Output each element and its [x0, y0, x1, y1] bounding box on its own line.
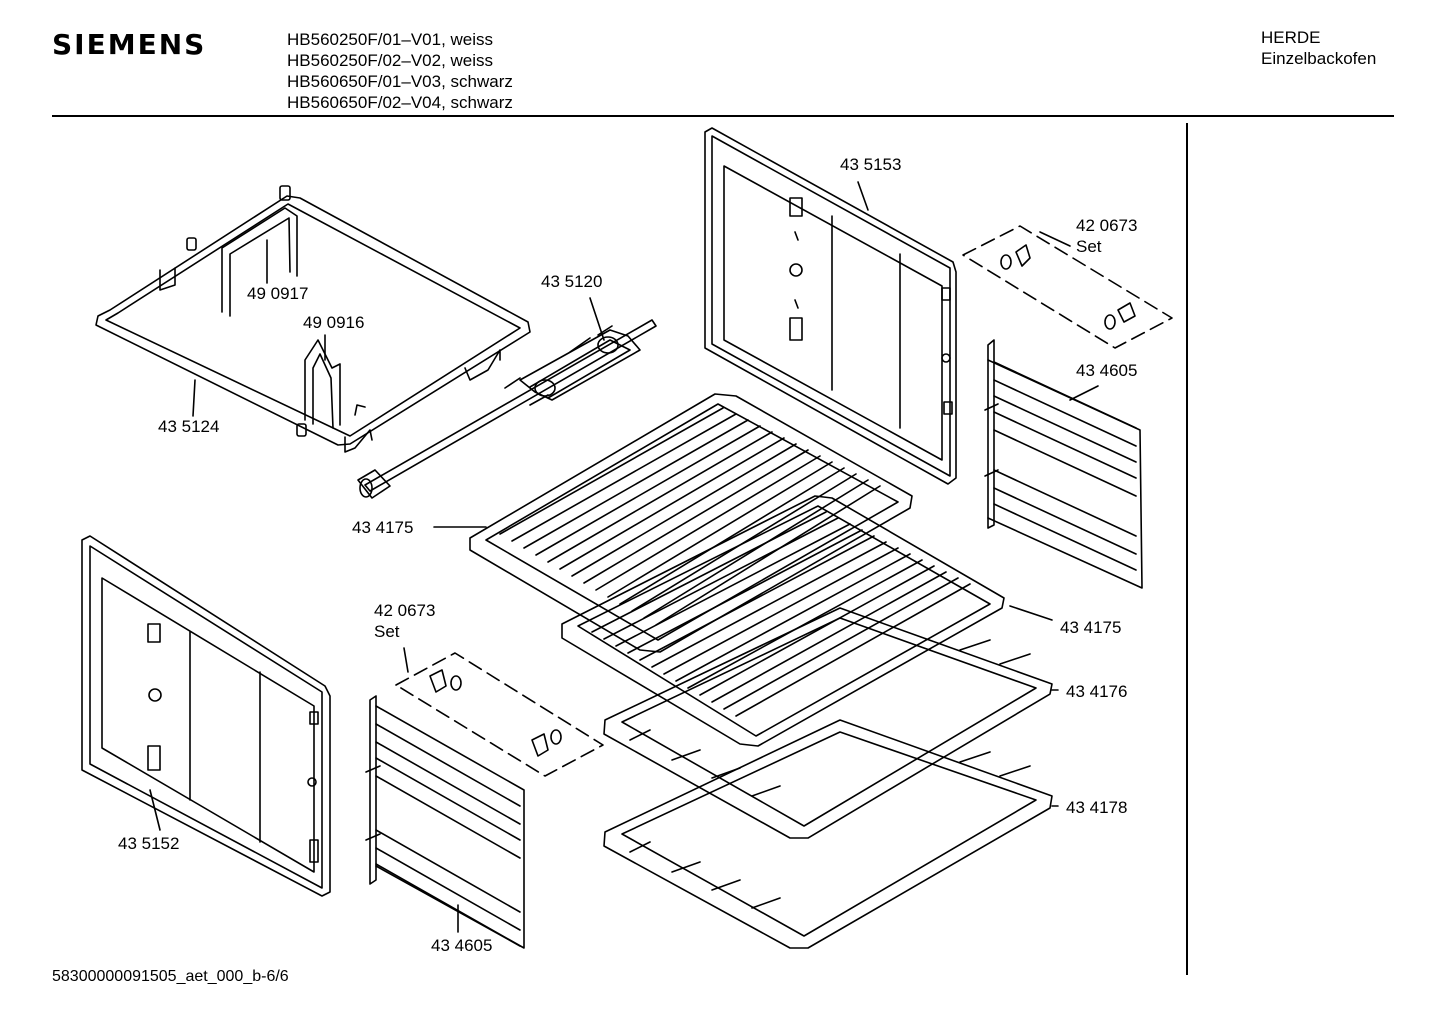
side-panel-right	[704, 127, 957, 485]
bracket-490917	[221, 207, 298, 317]
label-420673-top: 42 0673	[1076, 216, 1137, 235]
header-divider	[52, 115, 1394, 117]
category-subtype: Einzelbackofen	[1261, 49, 1377, 68]
category-type: HERDE	[1261, 28, 1321, 47]
clip-set-top	[962, 225, 1173, 349]
model-line: HB560650F/02–V04, schwarz	[287, 93, 513, 112]
side-rails-left	[365, 695, 525, 949]
label-435124: 43 5124	[158, 417, 219, 436]
clip-set-bottom	[395, 652, 604, 777]
label-434175-right: 43 4175	[1060, 618, 1121, 637]
clip-set-top-parts	[1000, 244, 1136, 330]
label-435153: 43 5153	[840, 155, 901, 174]
model-line: HB560250F/02–V02, weiss	[287, 51, 494, 70]
label-435152: 43 5152	[118, 834, 179, 853]
product-category: HERDE Einzelbackofen	[1261, 27, 1376, 69]
label-434178: 43 4178	[1066, 798, 1127, 817]
side-panel-left	[81, 535, 331, 897]
label-434605-right: 43 4605	[1076, 361, 1137, 380]
label-set-bottom: Set	[374, 622, 400, 641]
label-435120: 43 5120	[541, 272, 602, 291]
model-list: HB560250F/01–V01, weiss HB560250F/02–V02…	[287, 29, 513, 113]
model-line: HB560250F/01–V01, weiss	[287, 30, 494, 49]
label-set-top: Set	[1076, 237, 1102, 256]
grill-heating-element	[95, 185, 531, 453]
brand-logo: SIEMENS	[52, 28, 207, 61]
label-490916: 49 0916	[303, 313, 364, 332]
label-434175-left: 43 4175	[352, 518, 413, 537]
label-420673-bottom: 42 0673	[374, 601, 435, 620]
document-id: 58300000091505_aet_000_b-6/6	[52, 968, 289, 985]
baking-tray	[603, 607, 1053, 839]
label-434605-bottom: 43 4605	[431, 936, 492, 955]
rotisserie-spit	[357, 297, 657, 499]
label-490917: 49 0917	[247, 284, 308, 303]
roasting-tray	[603, 719, 1053, 949]
label-434176: 43 4176	[1066, 682, 1127, 701]
side-rails-right	[984, 339, 1143, 589]
wire-rack-upper	[469, 393, 913, 653]
clip-set-bottom-parts	[429, 669, 562, 757]
model-line: HB560650F/01–V03, schwarz	[287, 72, 513, 91]
side-divider	[1186, 123, 1188, 975]
bracket-490916	[304, 339, 366, 429]
